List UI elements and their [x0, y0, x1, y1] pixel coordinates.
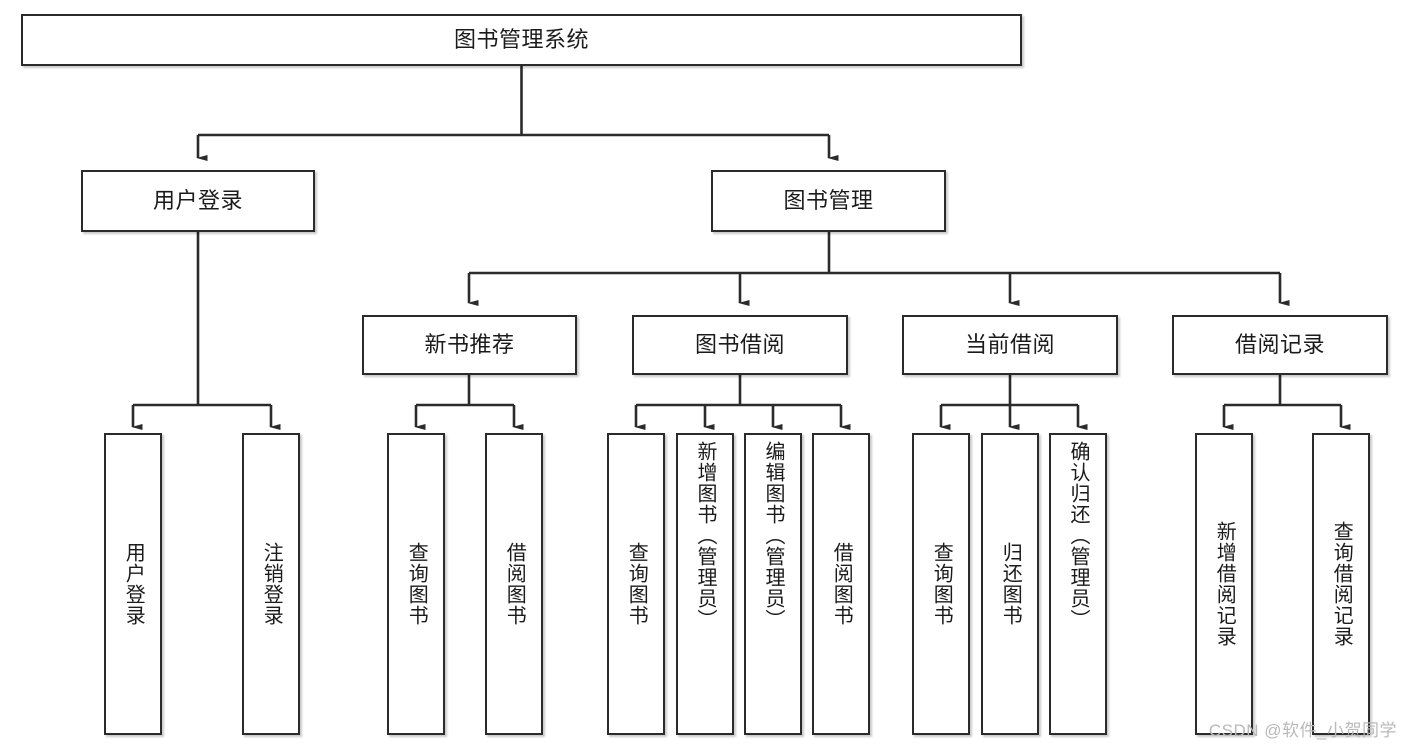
leaf-borrow-book-borrow[interactable]: 借阅图书: [812, 433, 870, 735]
node-label: 新书推荐: [424, 332, 515, 358]
node-label: 用户登录: [152, 188, 243, 214]
leaf-edit-book-admin[interactable]: 编辑图书（管理员）: [744, 433, 802, 735]
node-current-borrow[interactable]: 当前借阅: [902, 315, 1118, 375]
leaf-add-borrow-record[interactable]: 新增借阅记录: [1195, 433, 1253, 735]
leaf-query-book-borrow[interactable]: 查询图书: [607, 433, 665, 735]
node-label: 借阅记录: [1234, 332, 1325, 358]
node-label: 新增图书（管理员）: [694, 441, 716, 630]
leaf-return-book[interactable]: 归还图书: [981, 433, 1039, 735]
node-label: 编辑图书（管理员）: [762, 441, 784, 630]
node-label: 用户登录: [122, 542, 145, 626]
leaf-logout[interactable]: 注销登录: [242, 433, 300, 735]
node-label: 查询图书: [625, 542, 648, 626]
node-label: 注销登录: [260, 542, 283, 626]
node-label: 查询图书: [930, 542, 953, 626]
leaf-add-book-admin[interactable]: 新增图书（管理员）: [676, 433, 734, 735]
node-user-login[interactable]: 用户登录: [81, 170, 315, 232]
node-label: 查询图书: [405, 542, 428, 626]
node-book-borrow[interactable]: 图书借阅: [632, 315, 848, 375]
node-label: 图书管理: [783, 188, 874, 214]
node-label: 借阅图书: [830, 542, 853, 626]
node-root-system[interactable]: 图书管理系统: [21, 14, 1022, 66]
leaf-query-book-current[interactable]: 查询图书: [912, 433, 970, 735]
leaf-borrow-book-recommendation[interactable]: 借阅图书: [485, 433, 543, 735]
node-new-book-recommendation[interactable]: 新书推荐: [362, 315, 577, 375]
node-label: 查询借阅记录: [1330, 521, 1353, 647]
node-label: 借阅图书: [503, 542, 526, 626]
node-label: 当前借阅: [964, 332, 1055, 358]
leaf-user-login[interactable]: 用户登录: [104, 433, 162, 735]
node-label: 图书管理系统: [453, 27, 589, 53]
leaf-query-borrow-record[interactable]: 查询借阅记录: [1312, 433, 1370, 735]
leaf-confirm-return-admin[interactable]: 确认归还（管理员）: [1049, 433, 1107, 735]
node-borrow-record[interactable]: 借阅记录: [1172, 315, 1388, 375]
leaf-query-book-recommendation[interactable]: 查询图书: [387, 433, 445, 735]
node-label: 图书借阅: [694, 332, 785, 358]
node-label: 新增借阅记录: [1213, 521, 1236, 647]
node-label: 归还图书: [999, 542, 1022, 626]
node-label: 确认归还（管理员）: [1067, 441, 1089, 630]
node-book-management[interactable]: 图书管理: [711, 170, 946, 232]
